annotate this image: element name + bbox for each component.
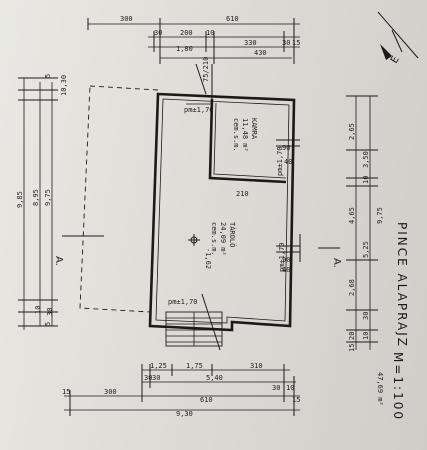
dim-bottom-11: 610 [200, 396, 213, 404]
dim-top-4: 200 [180, 29, 193, 37]
dim-right-2: 3,50 [362, 151, 370, 168]
dim-bottom-9: 15 [62, 388, 70, 396]
dim-top-9: 1,80 [176, 45, 193, 53]
dim-left-5: 5 [44, 74, 52, 78]
dim-right-10: 10 [362, 332, 370, 340]
dim-bottom-13: 9,30 [176, 410, 193, 418]
dim-right-7: 20 [348, 332, 356, 340]
door-inner-size: 210 [236, 190, 249, 198]
dim-left-7: 10 [34, 306, 42, 314]
dim-left-3: 9,75 [44, 189, 52, 206]
dim-left-8: 5 [44, 322, 52, 326]
room-kamra-name: KAMRA [250, 118, 258, 140]
room-tarolo-floor: cem.s.m. [210, 222, 218, 256]
window-right-1-h: 40 [284, 158, 292, 166]
room-tarolo-area: 24,09 m² [219, 222, 227, 256]
dim-top-8: 15 [292, 39, 300, 47]
room-kamra-floor: cem.s.m. [232, 118, 240, 152]
dim-bottom-1: 1,25 [150, 362, 167, 370]
drawing-title: PINCE ALAPRAJZ [395, 222, 409, 348]
level-bottom: pm±1,70 [168, 298, 198, 306]
dim-top-1: 300 [120, 15, 133, 23]
dim-left-2: 8,95 [32, 189, 40, 206]
dim-top-5: 10 [206, 29, 214, 37]
building-walls [148, 92, 296, 332]
dim-top-7: 30 [282, 39, 290, 47]
left-dimension-lines [18, 77, 58, 330]
right-dimension-lines [346, 95, 378, 350]
dim-bottom-12: 15 [292, 396, 300, 404]
room-kamra: KAMRA 11,48 m² cem.s.m. [232, 118, 258, 152]
level-right-lower: pm±1,70 [278, 242, 286, 272]
level-right-upper: pm±1,70 [276, 146, 284, 176]
room-tarolo-name: TÁROLÓ [228, 222, 237, 247]
dim-bottom-7: 30 [272, 384, 280, 392]
level-top: pm±1,70 [184, 106, 214, 114]
level-center: -1,62 [204, 248, 212, 269]
door-top-size: 75/210 [202, 57, 210, 82]
dim-right-4: 4,65 [348, 207, 356, 224]
window-right-2 [276, 234, 301, 262]
section-mark-right: A. [331, 258, 342, 268]
north-arrow-icon: É [377, 11, 419, 66]
dim-right-1: 2,65 [348, 123, 356, 140]
dim-right-8: 9,75 [376, 207, 384, 224]
drawing-area: 47,69 m² [376, 372, 384, 406]
dim-bottom-6: 5,40 [206, 374, 223, 382]
stairs [165, 293, 223, 351]
dim-right-9: 5,25 [362, 241, 370, 258]
dim-bottom-2: 30 [144, 374, 152, 382]
drawing-scale: M=1:100 [391, 352, 405, 421]
dim-top-3: 30 [154, 29, 162, 37]
section-line-a [62, 235, 340, 249]
window-right-2-w: 90 [282, 256, 290, 264]
dim-left-1: 9,85 [16, 191, 24, 208]
dim-right-3: 10 [362, 176, 370, 184]
dim-bottom-3: 1,75 [186, 362, 203, 370]
dim-right-6: 30 [362, 312, 370, 320]
dim-right-5: 2,68 [348, 279, 356, 296]
window-right-1-w: 90 [282, 144, 290, 152]
dim-right-11: 15 [348, 344, 356, 352]
window-right-1 [276, 139, 300, 147]
svg-text:É: É [387, 54, 401, 66]
dim-bottom-8: 10 [286, 384, 294, 392]
dim-bottom-5: 30 [152, 374, 160, 382]
dim-bottom-4: 310 [250, 362, 263, 370]
dim-left-4: 10,30 [60, 75, 68, 96]
top-dimension-lines [87, 18, 300, 64]
room-tarolo: TÁROLÓ 24,09 m² cem.s.m. [210, 222, 237, 256]
section-mark-left: A. [53, 256, 64, 266]
foundation-outline [79, 85, 159, 313]
bottom-dimension-lines [64, 364, 300, 416]
window-right-2-h: 40 [282, 266, 290, 274]
dim-bottom-10: 300 [104, 388, 117, 396]
dim-top-10: 430 [254, 49, 267, 57]
room-kamra-area: 11,48 m² [241, 118, 249, 152]
dim-left-6: 30 [46, 308, 54, 316]
dim-top-2: 610 [226, 15, 239, 23]
door-top [186, 63, 213, 105]
level-marker-icon [188, 234, 200, 246]
dim-top-6: 330 [244, 39, 257, 47]
